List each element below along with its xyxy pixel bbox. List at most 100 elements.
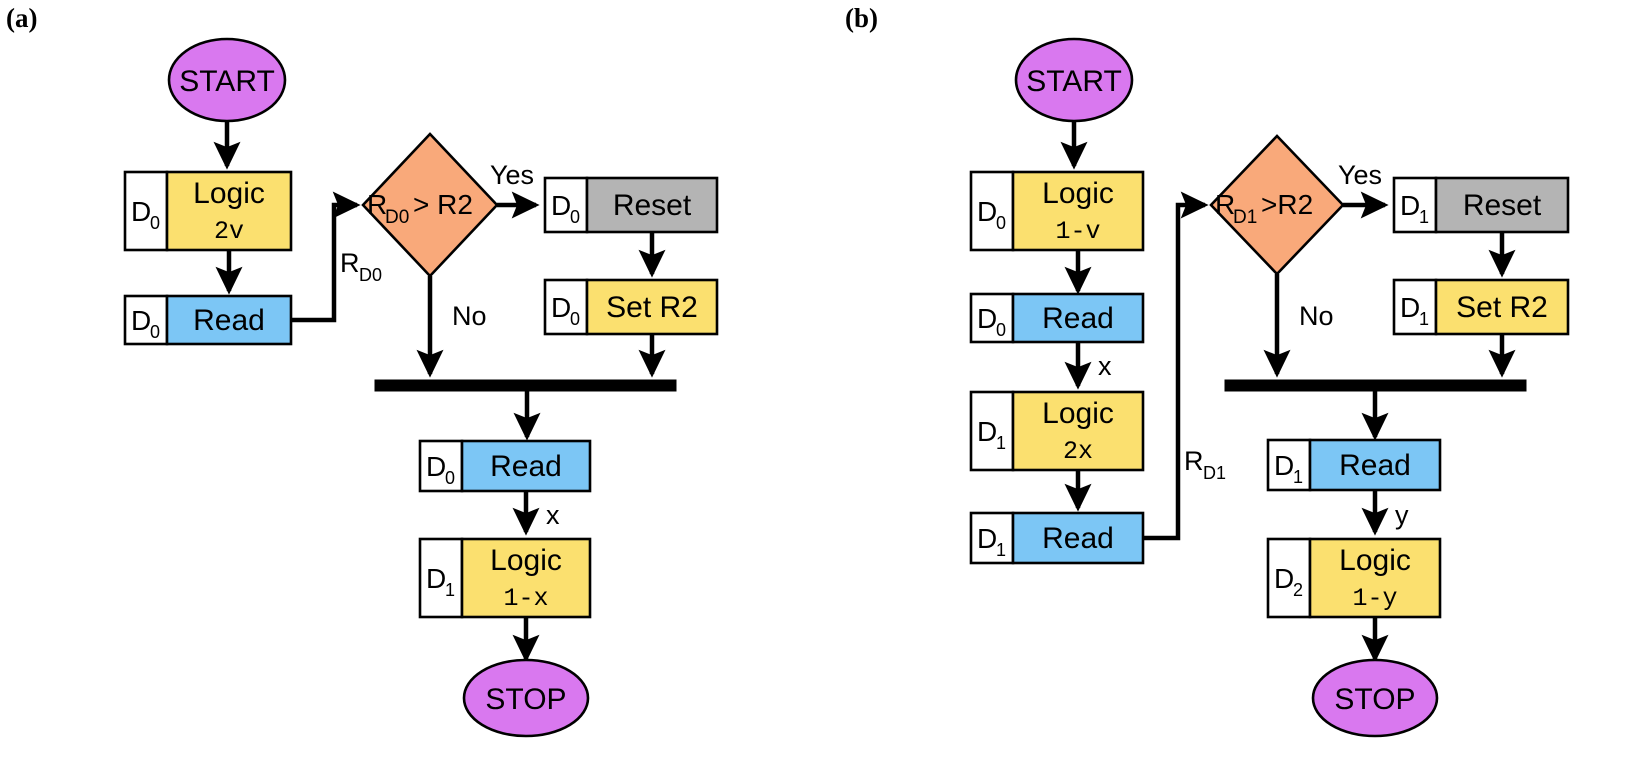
a-setr2-node[interactable]: D 0 Set R2: [543, 278, 719, 336]
a-read2-node[interactable]: D 0 Read: [418, 439, 592, 493]
a-start-label: START: [179, 65, 275, 98]
b-start-shape: [1014, 37, 1134, 123]
b-decision-label-sub: D1: [1233, 207, 1257, 228]
a-setr2-tag: D: [551, 292, 571, 323]
b-read3-title: Read: [1339, 449, 1411, 482]
b-logic3-tag-sub: 2: [1293, 580, 1303, 600]
b-read1-title: Read: [1042, 302, 1114, 335]
b-decision-label-rest: >R2: [1261, 189, 1313, 220]
b-logic1-tag: D: [977, 196, 997, 227]
b-feedback-label-sub: D1: [1203, 463, 1226, 483]
b-read1-tag-cell: [969, 292, 1015, 344]
a-edge-feedback: [291, 191, 361, 323]
b-stop-node[interactable]: STOP: [1311, 658, 1439, 738]
b-logic1-tag-sub: 0: [996, 213, 1006, 233]
b-decision-node[interactable]: R D1 >R2: [1209, 134, 1345, 276]
b-decision-label: R: [1215, 189, 1235, 220]
b-read2-body: [1011, 511, 1145, 565]
b-logic2-body: [1011, 390, 1145, 472]
a-read1-node[interactable]: D 0 Read: [123, 294, 293, 346]
a-x-label: x: [546, 500, 560, 530]
b-read2-title: Read: [1042, 522, 1114, 555]
a-read1-tag-cell: [123, 294, 169, 346]
b-read3-tag-cell: [1266, 438, 1312, 492]
b-read1-node[interactable]: D 0 Read: [969, 292, 1145, 344]
a-logic1-node[interactable]: D 0 Logic 2v: [123, 170, 293, 252]
b-no-label: No: [1299, 301, 1334, 331]
b-edge-feedback: [1143, 191, 1209, 541]
b-read2-tag-sub: 1: [996, 540, 1006, 560]
a-reset-node[interactable]: D 0 Reset: [543, 176, 719, 234]
b-logic2-expr: 2x: [1063, 437, 1093, 466]
b-logic1-title: Logic: [1042, 177, 1114, 210]
a-read1-title: Read: [193, 304, 265, 337]
a-logic2-tag: D: [426, 563, 446, 594]
b-stop-label: STOP: [1334, 683, 1415, 716]
a-setr2-tag-sub: 0: [570, 309, 580, 329]
a-reset-title: Reset: [613, 189, 692, 222]
a-decision-label: R: [367, 189, 387, 220]
a-reset-body: [585, 176, 719, 234]
b-setr2-tag: D: [1400, 292, 1420, 323]
b-read2-tag: D: [977, 523, 997, 554]
b-read1-body: [1011, 292, 1145, 344]
panel-a-label: (a): [6, 3, 37, 33]
b-setr2-title: Set R2: [1456, 291, 1548, 324]
b-reset-tag: D: [1400, 190, 1420, 221]
a-logic2-title: Logic: [490, 544, 562, 577]
a-yes-label: Yes: [490, 160, 534, 190]
b-start-label: START: [1026, 65, 1122, 98]
panel-b-label: (b): [845, 3, 878, 33]
panel-b: (b) START D 0 Logic 1-v D: [845, 3, 1570, 738]
a-stop-shape: [462, 658, 590, 738]
a-logic1-tag-sub: 0: [150, 213, 160, 233]
a-reset-tag-sub: 0: [570, 207, 580, 227]
a-logic1-expr: 2v: [214, 217, 244, 246]
b-reset-tag-cell: [1392, 176, 1438, 234]
a-logic2-tag-sub: 1: [445, 580, 455, 600]
a-logic2-node[interactable]: D 1 Logic 1-x: [418, 537, 592, 619]
b-setr2-tag-sub: 1: [1419, 309, 1429, 329]
b-x-label: x: [1098, 351, 1112, 381]
a-decision-node[interactable]: R D0 > R2: [361, 132, 499, 278]
a-stop-label: STOP: [485, 683, 566, 716]
b-join-bar: [1224, 379, 1527, 392]
b-logic3-expr: 1-y: [1352, 584, 1397, 613]
a-feedback-label: R: [340, 248, 360, 278]
a-read2-title: Read: [490, 450, 562, 483]
b-setr2-node[interactable]: D 1 Set R2: [1392, 278, 1570, 336]
b-logic3-title: Logic: [1339, 544, 1411, 577]
b-logic3-node[interactable]: D 2 Logic 1-y: [1266, 537, 1442, 619]
a-start-node[interactable]: START: [167, 37, 287, 123]
b-reset-title: Reset: [1463, 189, 1542, 222]
a-reset-tag-cell: [543, 176, 589, 234]
b-stop-shape: [1311, 658, 1439, 738]
a-decision-label-sub: D0: [385, 207, 409, 228]
b-reset-body: [1434, 176, 1570, 234]
a-read2-body: [460, 439, 592, 493]
b-reset-node[interactable]: D 1 Reset: [1392, 176, 1570, 234]
b-read3-tag: D: [1274, 450, 1294, 481]
b-read1-tag: D: [977, 303, 997, 334]
b-logic2-tag-sub: 1: [996, 433, 1006, 453]
a-read2-tag-sub: 0: [445, 468, 455, 488]
a-join-bar: [374, 379, 677, 392]
a-logic1-title: Logic: [193, 177, 265, 210]
a-logic1-tag-cell: [123, 170, 169, 252]
b-logic1-body: [1011, 170, 1145, 252]
b-logic1-expr: 1-v: [1055, 217, 1100, 246]
a-feedback-label-sub: D0: [359, 265, 382, 285]
b-logic2-node[interactable]: D 1 Logic 2x: [969, 390, 1145, 472]
b-read3-node[interactable]: D 1 Read: [1266, 438, 1442, 492]
b-start-node[interactable]: START: [1014, 37, 1134, 123]
a-stop-node[interactable]: STOP: [462, 658, 590, 738]
b-logic1-node[interactable]: D 0 Logic 1-v: [969, 170, 1145, 252]
b-read1-tag-sub: 0: [996, 320, 1006, 340]
b-read3-tag-sub: 1: [1293, 467, 1303, 487]
b-read2-node[interactable]: D 1 Read: [969, 511, 1145, 565]
a-setr2-title: Set R2: [606, 291, 698, 324]
b-setr2-tag-cell: [1392, 278, 1438, 336]
b-logic3-body: [1308, 537, 1442, 619]
